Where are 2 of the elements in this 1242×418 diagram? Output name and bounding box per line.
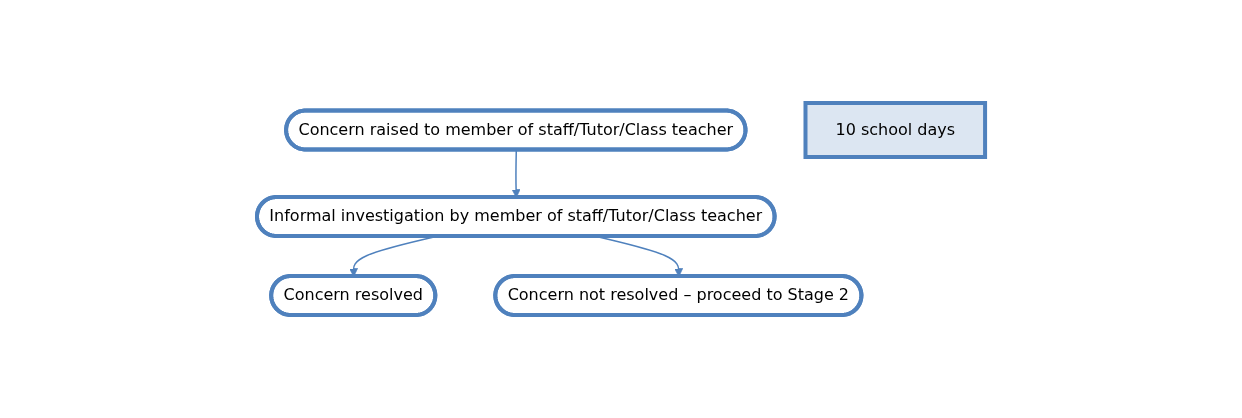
arrow bbox=[511, 149, 521, 198]
node-box: 10 school days bbox=[803, 101, 988, 159]
